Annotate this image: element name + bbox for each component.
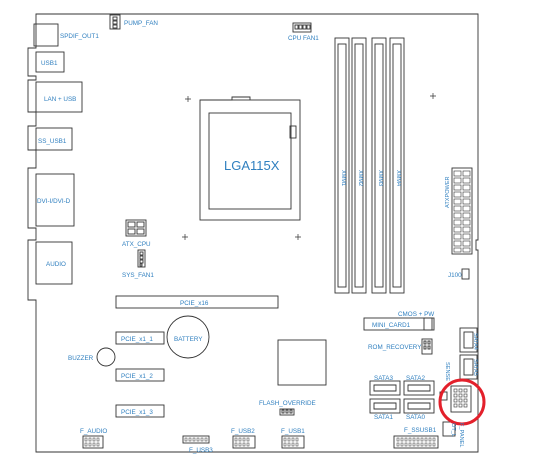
sata4-connector (459, 327, 478, 353)
cmos-pw-header (423, 317, 435, 331)
label-dimm2: XMM2 (357, 170, 363, 186)
label-cpu-socket: LGA115X (224, 158, 280, 173)
pcie-x16-slot (115, 295, 279, 309)
sata0-connector (403, 398, 435, 414)
atx-cpu-connector (125, 219, 147, 237)
label-battery: BATTERY (174, 336, 203, 343)
label-pcie-x1-2: PCIE_x1_2 (121, 373, 153, 380)
label-atx-cpu: ATX_CPU (122, 241, 151, 248)
label-pcie-x1-1: PCIE_x1_1 (121, 336, 153, 343)
f-audio-header (82, 435, 104, 449)
label-pcie-x16: PCIE_x16 (180, 300, 209, 307)
label-dimm1: XMM1 (340, 170, 346, 186)
label-sata4: SATA4 (472, 333, 478, 350)
label-flash-override: FLASH_OVERRIDE (259, 400, 316, 407)
sys-fan1-header (137, 249, 146, 268)
j100-header (461, 268, 470, 280)
label-dimm4: XMM4 (395, 170, 401, 186)
label-atxpower: ATXPOWER (445, 176, 451, 208)
label-sata2: SATA2 (406, 375, 426, 382)
cpu-fan1-header (292, 22, 312, 33)
label-sense: SENSE (444, 362, 450, 381)
highlight-ring (438, 378, 486, 426)
label-sata3: SATA3 (374, 375, 394, 382)
label-f-panel: F_PANEL (458, 423, 464, 447)
spdif-out1-port (33, 23, 59, 47)
label-dimm3: XMM3 (377, 170, 383, 186)
pcie-x1-1-slot (115, 331, 165, 345)
label-dvi: DVI-I/DVI-D (37, 198, 71, 205)
label-f-audio: F_AUDIO (80, 428, 107, 435)
battery (166, 315, 210, 359)
dimm2-slot (351, 37, 367, 294)
label-f-usb3: F_USB3 (189, 447, 213, 454)
audio-port (35, 241, 73, 285)
pcie-x1-2-slot (115, 368, 165, 382)
label-cpu-fan1: CPU FAN1 (288, 35, 319, 42)
lan-usb-port (35, 81, 83, 113)
mini-card1-slot (363, 317, 433, 331)
label-f-usb2: F_USB2 (231, 428, 255, 435)
label-audio: AUDIO (46, 261, 66, 268)
chipset (277, 339, 327, 386)
f-usb1-header (281, 435, 305, 449)
label-pump-fan: PUMP_FAN (124, 20, 158, 27)
rom-recovery-header (421, 338, 433, 355)
label-usb1: USB1 (41, 60, 58, 67)
dvi-port (35, 173, 75, 227)
label-buzzer: BUZZER (68, 355, 94, 362)
label-j100: J100 (448, 272, 462, 279)
f-usb3-header (182, 435, 210, 444)
sata5-connector (459, 354, 478, 380)
label-rom-recovery: ROM_RECOVERY (368, 344, 422, 351)
label-f-usb1: F_USB1 (281, 428, 305, 435)
label-sata0: SATA0 (406, 414, 426, 421)
sata3-connector (369, 380, 401, 396)
dimm1-slot (334, 37, 350, 294)
label-sys-fan1: SYS_FAN1 (122, 272, 154, 279)
buzzer (96, 347, 116, 367)
label-lan-usb: LAN + USB (44, 96, 76, 103)
atxpower-connector (451, 167, 473, 255)
label-pcie-x1-3: PCIE_x1_3 (121, 409, 153, 416)
label-sata1: SATA1 (374, 414, 394, 421)
usb1-port (35, 51, 65, 73)
pump-fan-header (109, 14, 121, 30)
label-sata5: SATA5 (472, 359, 478, 376)
ot-l-header (442, 421, 456, 437)
label-mini-card1: MINI_CARD1 (372, 322, 411, 329)
mounting-holes (182, 93, 436, 240)
label-cmos-pw: CMOS + PW (398, 311, 434, 318)
label-ot-l: OT_L (450, 423, 456, 437)
pcie-x1-3-slot (115, 404, 165, 418)
dimm4-slot (389, 37, 405, 294)
flash-override-header (279, 408, 295, 416)
label-f-ssusb1: F_SSUSB1 (404, 427, 437, 434)
f-panel-header (450, 385, 472, 413)
board-outline (27, 13, 479, 453)
f-usb2-header (232, 435, 256, 449)
ss-usb1-port (35, 127, 73, 151)
f-ssusb1-header (393, 435, 439, 449)
sata2-connector (403, 380, 435, 396)
label-ss-usb1: SS_USB1 (38, 138, 67, 145)
label-spdif-out1: SPDIF_OUT1 (60, 33, 99, 40)
dimm3-slot (371, 37, 387, 294)
sata1-connector (369, 398, 401, 414)
